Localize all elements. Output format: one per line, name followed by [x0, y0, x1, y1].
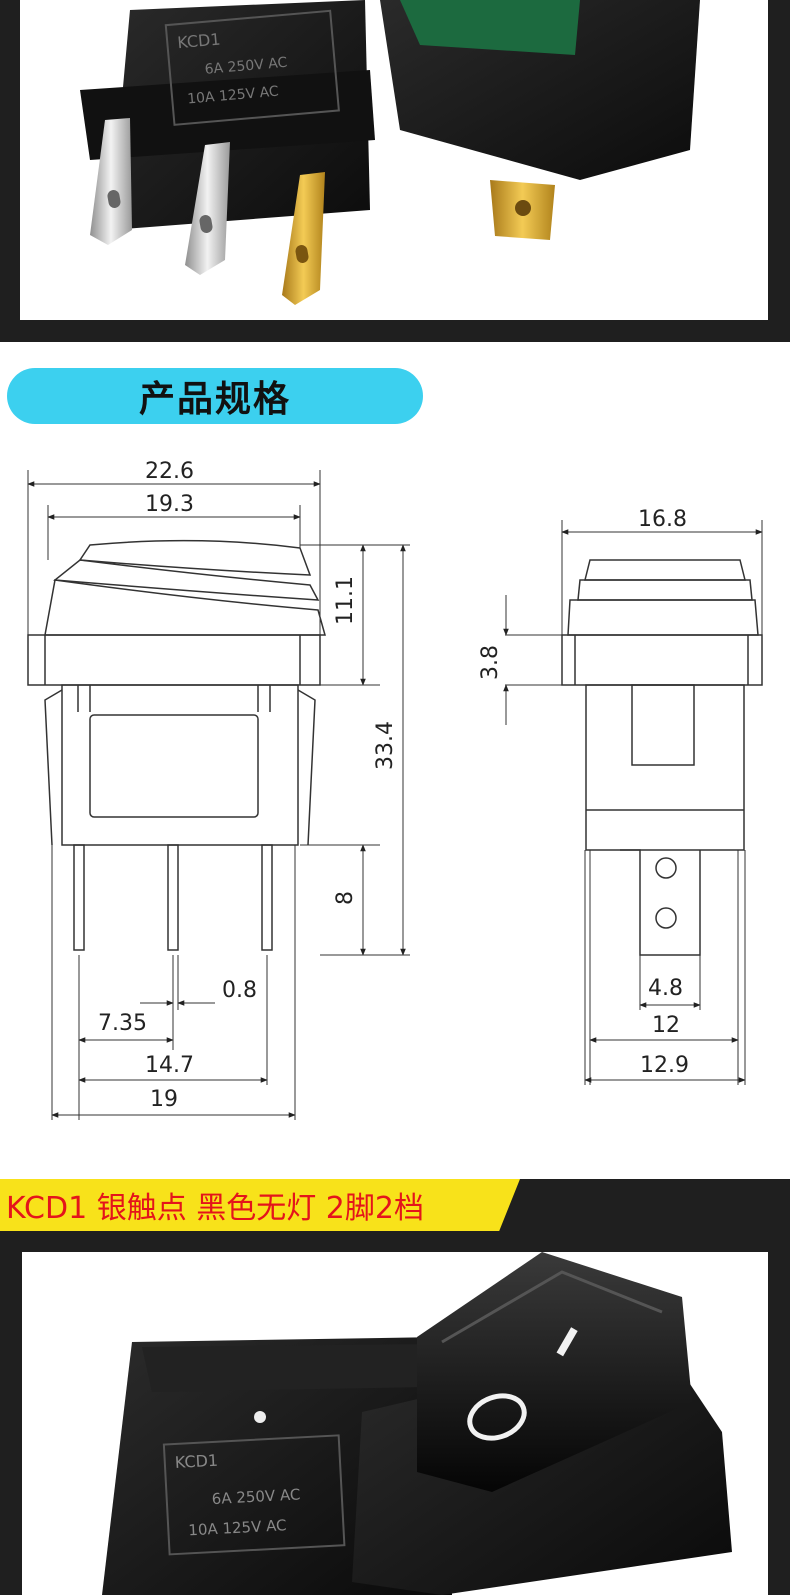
dim-body-outer-width: 12.9 [640, 1053, 689, 1078]
dim-body-inner-width: 12 [652, 1013, 680, 1038]
dim-overall-width: 22.6 [145, 459, 194, 484]
svg-text:10A 125V AC: 10A 125V AC [187, 84, 280, 108]
dim-inner-width: 19.3 [145, 492, 194, 517]
svg-text:10A 125V AC: 10A 125V AC [188, 1516, 287, 1539]
gold-terminal-right [282, 172, 325, 305]
spec-section-title: 产品规格 [7, 368, 423, 424]
svg-text:KCD1: KCD1 [174, 1451, 218, 1472]
off-symbol-icon [467, 1393, 527, 1441]
dim-pin-offset: 7.35 [98, 1011, 147, 1036]
housing-label: KCD1 6A 250V AC 10A 125V AC [164, 9, 340, 126]
top-product-photo: KCD1 6A 250V AC 10A 125V AC [20, 0, 768, 320]
spec-title-text: 产品规格 [138, 379, 291, 420]
variant-text: KCD1 银触点 黑色无灯 2脚2档 [6, 1191, 424, 1226]
front-view-dimension-lines [27, 470, 410, 1120]
silver-terminal-middle [185, 142, 230, 275]
indicator-dot [254, 1411, 266, 1423]
dim-total-height: 33.4 [373, 721, 398, 770]
black-rocker [417, 1252, 692, 1492]
svg-text:KCD1: KCD1 [177, 29, 222, 52]
switch-black-photo: KCD1 6A 250V AC 10A 125V AC I [102, 1252, 732, 1595]
svg-text:6A 250V AC: 6A 250V AC [211, 1485, 301, 1508]
dim-pin-span: 14.7 [145, 1053, 194, 1078]
green-rocker [400, 0, 580, 55]
bottom-housing-label: KCD1 6A 250V AC 10A 125V AC [162, 1434, 346, 1556]
dim-pin-thickness: 0.8 [222, 978, 257, 1003]
front-view [27, 539, 326, 951]
silver-terminal-left [90, 118, 132, 245]
dim-top-width: 16.8 [638, 507, 687, 532]
dim-pin-length: 8 [333, 891, 358, 905]
front-terminals [90, 118, 325, 305]
variant-tab: KCD1 银触点 黑色无灯 2脚2档 [0, 1179, 520, 1231]
side-view [561, 559, 763, 956]
variant-banner: KCD1 银触点 黑色无灯 2脚2档 [0, 1179, 790, 1249]
side-view-dimension-lines [503, 520, 763, 1085]
dim-flange-height: 3.8 [478, 645, 503, 680]
dimension-drawings: 22.6 19.3 11.1 33.4 8 0.8 7.35 14.7 19 1… [27, 459, 763, 1120]
dim-rocker-height: 11.1 [333, 576, 358, 625]
svg-text:6A 250V AC: 6A 250V AC [204, 55, 288, 78]
switch-green-photo: KCD1 6A 250V AC 10A 125V AC [80, 0, 700, 305]
dim-terminal-width: 4.8 [648, 976, 683, 1001]
dim-body-width: 19 [150, 1087, 178, 1112]
bottom-product-photo: KCD1 6A 250V AC 10A 125V AC I [22, 1252, 768, 1595]
